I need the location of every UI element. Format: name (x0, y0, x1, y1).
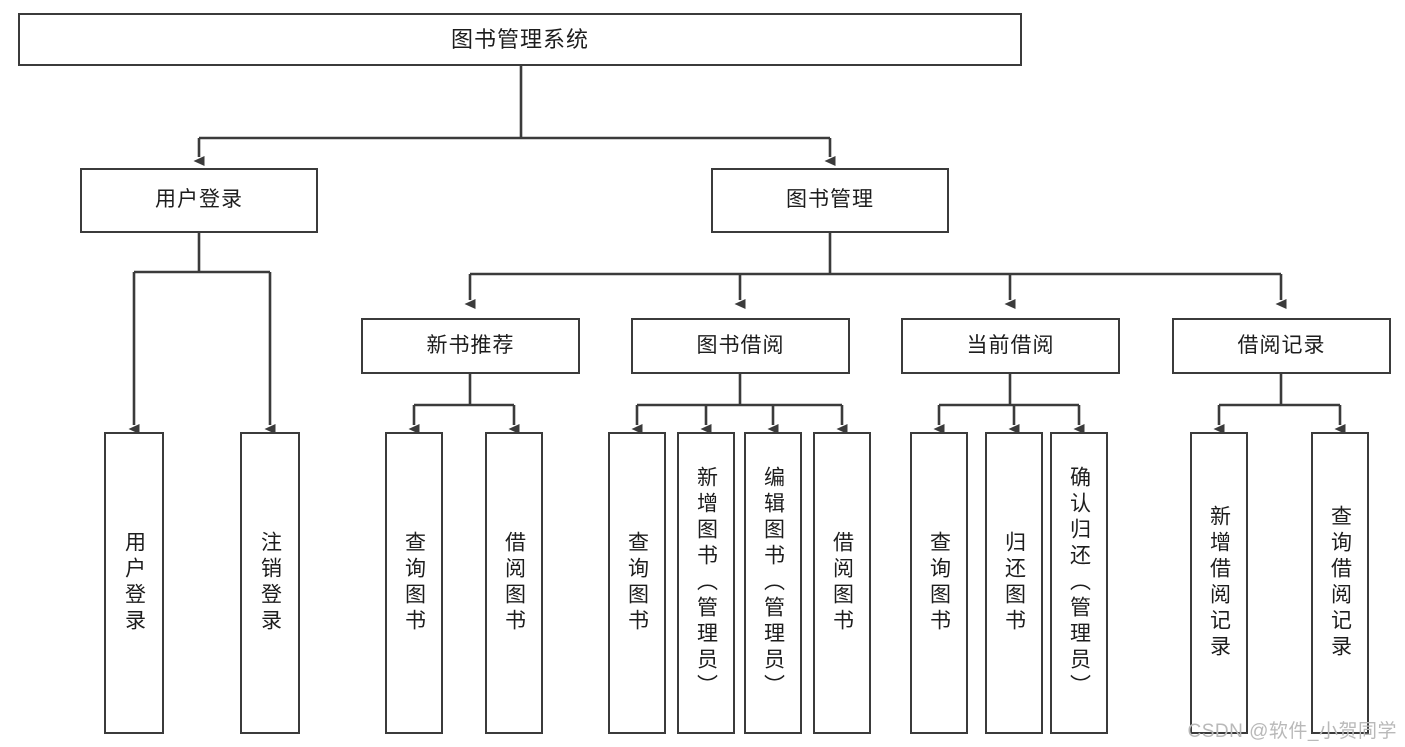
leaf-add-book-admin[interactable]: 新增图书（管理员） (677, 432, 735, 734)
node-label: 编辑图书（管理员） (761, 466, 785, 700)
leaf-query-book-borrow[interactable]: 查询图书 (608, 432, 666, 734)
leaf-edit-book-admin[interactable]: 编辑图书（管理员） (744, 432, 802, 734)
leaf-query-borrow-record[interactable]: 查询借阅记录 (1311, 432, 1369, 734)
node-label: 图书管理 (786, 188, 874, 212)
node-label: 用户登录 (122, 531, 146, 635)
node-label: 借阅图书 (502, 531, 526, 635)
node-current-borrow[interactable]: 当前借阅 (901, 318, 1120, 374)
node-label: 确认归还（管理员） (1067, 466, 1091, 700)
leaf-borrow-book[interactable]: 借阅图书 (813, 432, 871, 734)
node-user-login[interactable]: 用户登录 (80, 168, 318, 233)
node-label: 查询图书 (625, 531, 649, 635)
node-label: 借阅记录 (1237, 333, 1326, 357)
node-label: 注销登录 (258, 531, 282, 635)
node-label: 用户登录 (155, 188, 243, 212)
node-root-book-management-system[interactable]: 图书管理系统 (18, 13, 1022, 66)
node-book-management[interactable]: 图书管理 (711, 168, 949, 233)
leaf-confirm-return-admin[interactable]: 确认归还（管理员） (1050, 432, 1108, 734)
node-label: 查询图书 (402, 531, 426, 635)
node-label: 当前借阅 (966, 333, 1055, 357)
node-label: 新书推荐 (426, 333, 515, 357)
node-label: 图书管理系统 (450, 26, 589, 52)
node-label: 新增图书（管理员） (694, 466, 718, 700)
node-label: 归还图书 (1002, 531, 1026, 635)
leaf-query-book-new-recommend[interactable]: 查询图书 (385, 432, 443, 734)
leaf-borrow-book-new-recommend[interactable]: 借阅图书 (485, 432, 543, 734)
node-label: 查询借阅记录 (1328, 505, 1352, 661)
leaf-add-borrow-record[interactable]: 新增借阅记录 (1190, 432, 1248, 734)
leaf-query-book-current[interactable]: 查询图书 (910, 432, 968, 734)
node-borrow-record[interactable]: 借阅记录 (1172, 318, 1391, 374)
node-label: 新增借阅记录 (1207, 505, 1231, 661)
node-book-borrow[interactable]: 图书借阅 (631, 318, 850, 374)
leaf-user-login[interactable]: 用户登录 (104, 432, 164, 734)
node-label: 查询图书 (927, 531, 951, 635)
leaf-return-book[interactable]: 归还图书 (985, 432, 1043, 734)
leaf-user-logout[interactable]: 注销登录 (240, 432, 300, 734)
watermark-text: CSDN @软件_小贺同学 (1187, 721, 1397, 742)
node-new-book-recommend[interactable]: 新书推荐 (361, 318, 580, 374)
node-label: 图书借阅 (696, 333, 785, 357)
node-label: 借阅图书 (830, 531, 854, 635)
